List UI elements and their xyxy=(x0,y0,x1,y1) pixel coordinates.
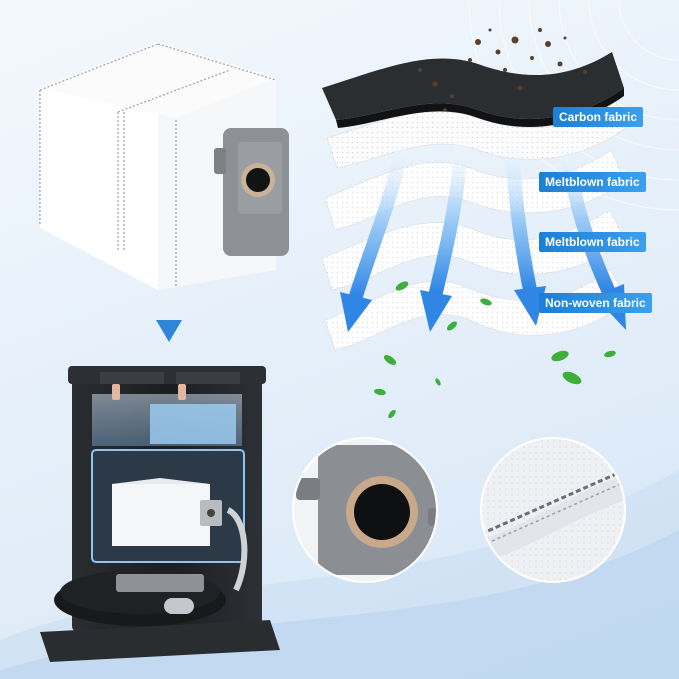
bag-cap-closeup xyxy=(292,437,438,583)
arrow-down-icon xyxy=(420,133,469,332)
leaf-icon xyxy=(388,409,396,419)
leaf-icon xyxy=(562,371,582,385)
leaf-icon xyxy=(383,355,397,365)
label-non-woven-fabric: Non-woven fabric xyxy=(539,293,652,313)
airflow-arrows xyxy=(340,133,626,332)
seam-closeup xyxy=(480,437,626,583)
leaf-icon xyxy=(551,350,569,362)
leaf-icon xyxy=(480,298,492,306)
triangle-down-icon xyxy=(156,320,182,342)
label-meltblown-fabric-1: Meltblown fabric xyxy=(539,172,646,192)
leaf-icon xyxy=(395,281,409,291)
docking-station xyxy=(40,366,280,662)
arrow-down-icon xyxy=(340,133,411,332)
leaf-icon xyxy=(447,321,457,331)
label-meltblown-fabric-2: Meltblown fabric xyxy=(539,232,646,252)
dust-bag xyxy=(39,42,289,290)
dirt-particles xyxy=(418,28,587,112)
leaf-icon xyxy=(604,350,616,358)
arrow-down-icon xyxy=(505,133,546,326)
leaf-icon xyxy=(374,388,386,396)
leaf-icon xyxy=(435,378,441,386)
leaves xyxy=(374,281,616,419)
label-carbon-fabric: Carbon fabric xyxy=(553,107,644,127)
